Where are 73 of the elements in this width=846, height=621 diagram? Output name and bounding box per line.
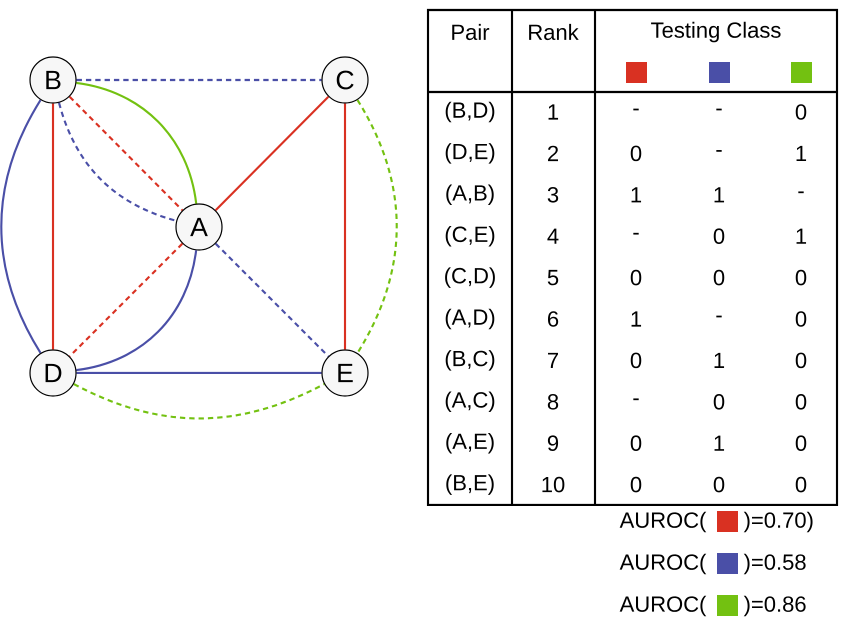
edge-line <box>356 99 398 354</box>
cell-text: - <box>798 191 804 194</box>
edge-line <box>52 104 54 350</box>
cell-text: 1 <box>714 436 724 451</box>
edge-line <box>344 104 346 350</box>
cell-text: - <box>716 150 722 152</box>
cell-text: - <box>716 108 722 110</box>
cell-text: 0 <box>630 352 642 368</box>
cell-text: 5 <box>548 270 558 286</box>
edge-line <box>76 78 322 82</box>
cell-text: 0 <box>714 228 724 244</box>
cell-text: (D,E) <box>446 143 494 164</box>
cell-text: 2 <box>548 146 558 162</box>
cell-text: 0 <box>796 270 806 286</box>
cell-text: - <box>633 108 639 110</box>
cell-text: (A,D) <box>446 308 494 330</box>
cell-text: 6 <box>548 311 558 327</box>
cell-text: 10 <box>542 476 564 492</box>
column-header: Testing Class <box>651 22 781 42</box>
legend-text: )=0.58 <box>744 554 806 574</box>
edge-line <box>214 96 330 211</box>
legend-text: AUROC( <box>620 554 706 574</box>
cell-text: 1 <box>796 228 806 244</box>
cell-text: 1 <box>714 187 724 202</box>
cell-text: 0 <box>796 476 806 492</box>
edge-line <box>76 250 198 372</box>
cell-text: (C,D) <box>445 267 495 288</box>
cell-text: 0 <box>630 435 642 451</box>
cell-text: 0 <box>630 270 642 286</box>
cell-text: (B,C) <box>446 350 494 371</box>
cell-text: 1 <box>632 187 642 202</box>
cell-text: 1 <box>714 352 724 368</box>
legend-text: )=0.86 <box>744 596 806 616</box>
cell-text: 0 <box>796 104 806 120</box>
cell-text: (A,C) <box>446 392 494 412</box>
cell-text: 1 <box>796 146 806 161</box>
cell-text: 9 <box>548 435 558 451</box>
cell-text: 0 <box>630 476 642 492</box>
cell-text: (A,B) <box>446 184 494 206</box>
edge-line <box>73 383 325 420</box>
cell-text: (B,D) <box>446 102 494 122</box>
legend-text: AUROC( <box>620 596 706 616</box>
cell-text: (A,E) <box>446 432 494 454</box>
cell-text: 0 <box>796 352 806 368</box>
edge-line <box>68 96 184 211</box>
cell-text: 0 <box>630 146 642 162</box>
cell-text: 0 <box>714 476 724 492</box>
cell-text: 0 <box>796 435 806 451</box>
column-header: Rank <box>529 24 579 40</box>
edge-line <box>76 372 322 374</box>
cell-text: - <box>633 232 639 235</box>
cell-text: (C,E) <box>446 226 494 246</box>
cell-text: 0 <box>796 394 806 410</box>
edge-line <box>68 242 184 358</box>
cell-text: - <box>716 316 722 318</box>
cell-text: 7 <box>548 352 558 368</box>
cell-text: 0 <box>714 394 724 410</box>
edge-line <box>76 82 198 204</box>
edge-line <box>0 99 42 354</box>
cell-text: 1 <box>548 104 558 120</box>
cell-text: 3 <box>548 187 558 203</box>
cell-text: (B,E) <box>446 474 494 495</box>
edge-line <box>214 242 330 358</box>
cell-text: 1 <box>632 311 642 327</box>
cell-text: 0 <box>714 270 724 286</box>
cell-text: 8 <box>548 394 558 410</box>
cell-text: 4 <box>547 228 558 244</box>
legend-text: AUROC( <box>620 512 706 532</box>
cell-text: - <box>633 398 639 400</box>
legend-text: )=0.70) <box>744 512 813 532</box>
edge-line <box>58 102 177 222</box>
cell-text: 0 <box>796 311 806 327</box>
column-header: Pair <box>452 24 490 40</box>
